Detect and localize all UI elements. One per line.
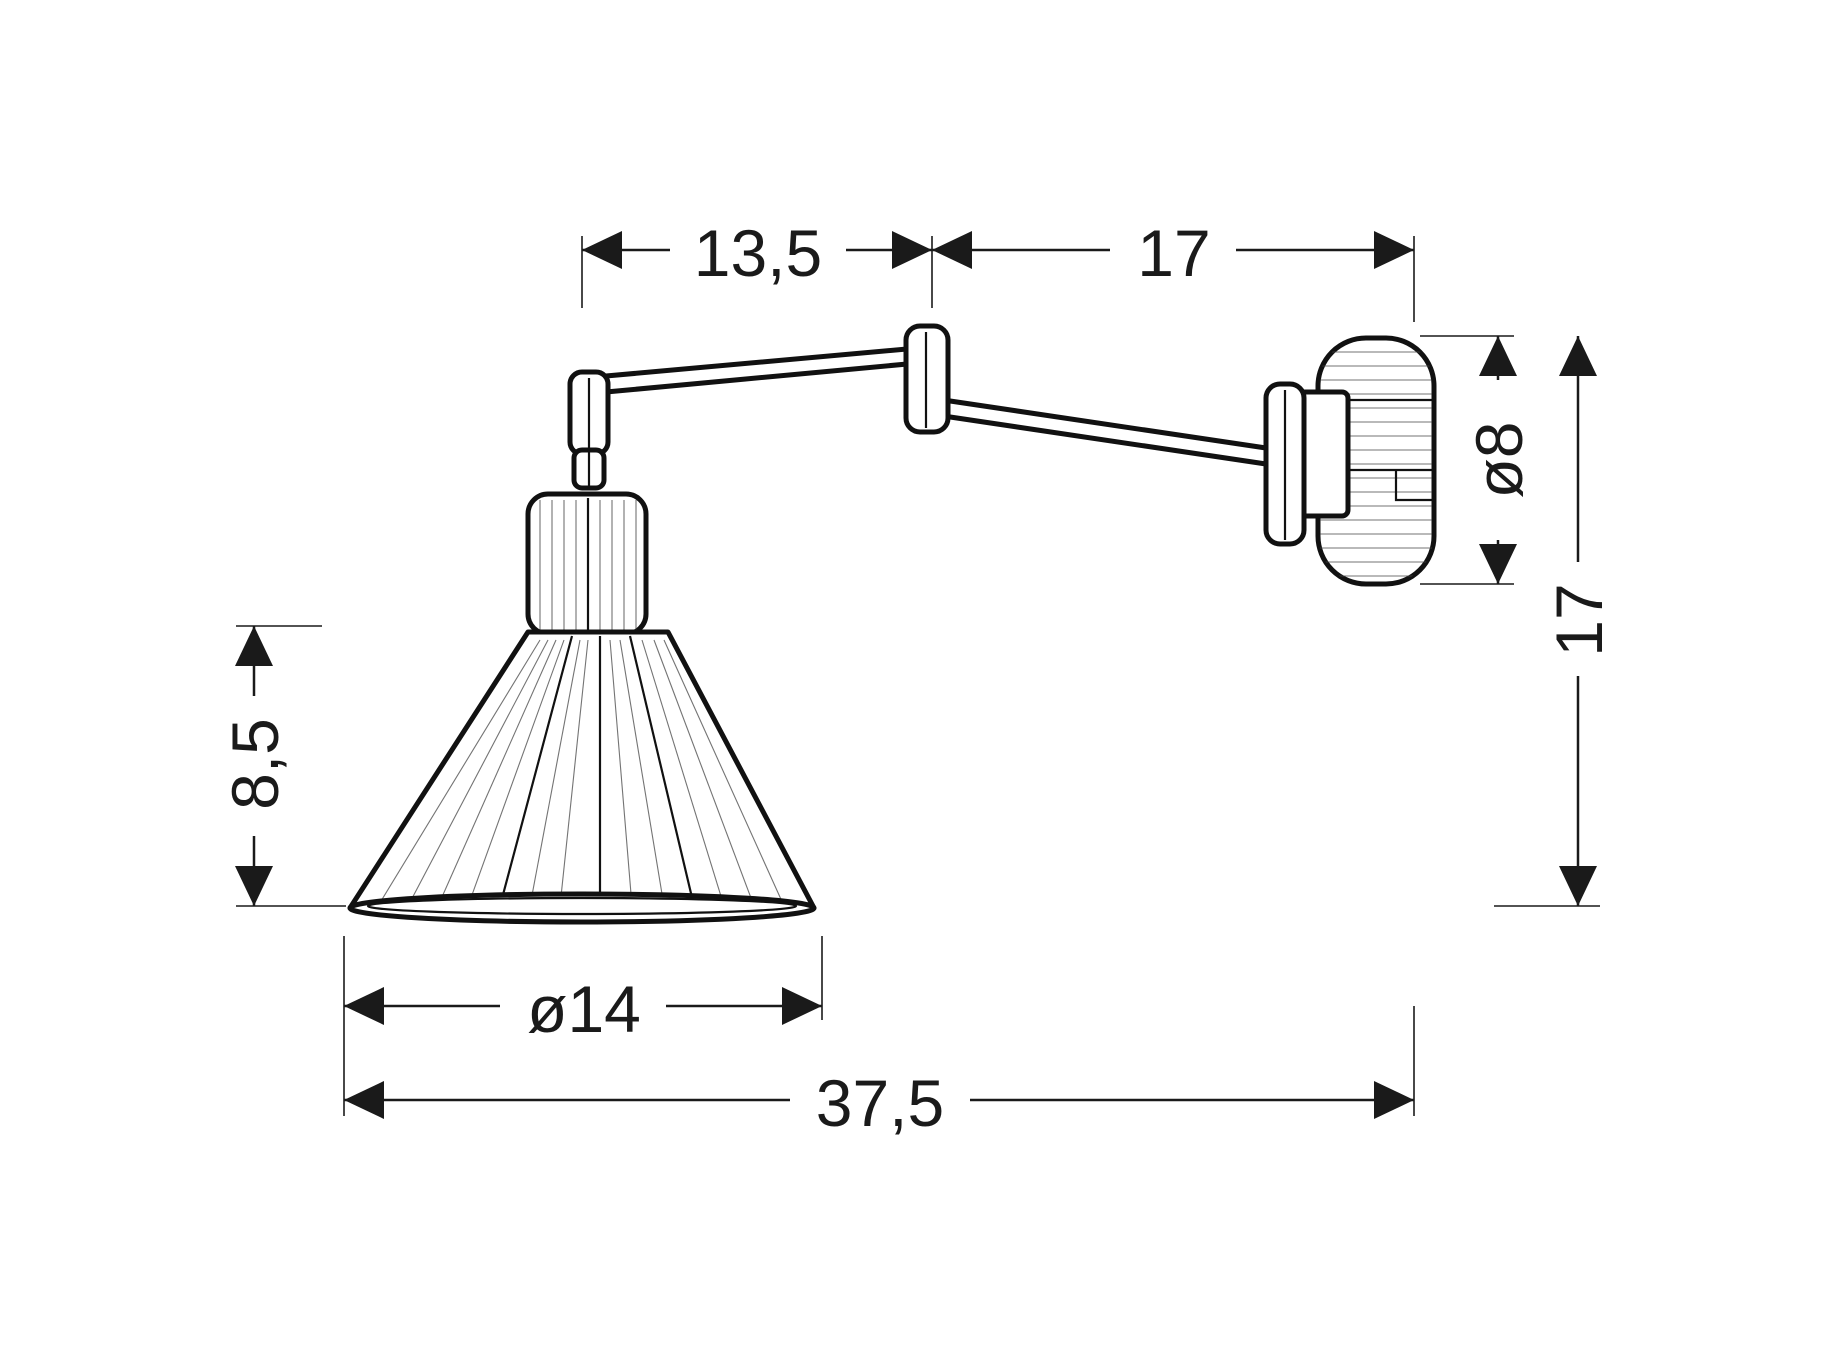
arm-segment-2: [927, 395, 1269, 467]
shade-joint: [567, 369, 611, 491]
lamp-shade: [347, 629, 817, 925]
arm-segment-1: [603, 345, 921, 395]
dimension-shade-diameter: ø14: [343, 936, 823, 1046]
arm-segment-1-label: 13,5: [694, 216, 822, 290]
elbow-joint: [903, 323, 951, 435]
shade-diameter-label: ø14: [527, 972, 641, 1046]
dimension-total-height: 17: [1494, 336, 1616, 907]
dimension-shade-height: 8,5: [218, 625, 346, 907]
wall-bracket: [1263, 381, 1351, 547]
shade-height-label: 8,5: [218, 718, 292, 810]
dimension-total-width: 37,5: [343, 1006, 1415, 1140]
arm-segment-2-label: 17: [1137, 216, 1210, 290]
dimension-arm-segment-1: 13,5: [581, 216, 933, 308]
lamp-illustration: [347, 323, 1437, 925]
total-width-label: 37,5: [816, 1066, 944, 1140]
dimension-wall-plate-diameter: ø8: [1420, 335, 1536, 585]
wall-plate-diameter-label: ø8: [1462, 421, 1536, 498]
shade-neck: [525, 491, 649, 637]
total-height-label: 17: [1542, 583, 1616, 656]
dimension-arm-segment-2: 17: [932, 216, 1415, 322]
